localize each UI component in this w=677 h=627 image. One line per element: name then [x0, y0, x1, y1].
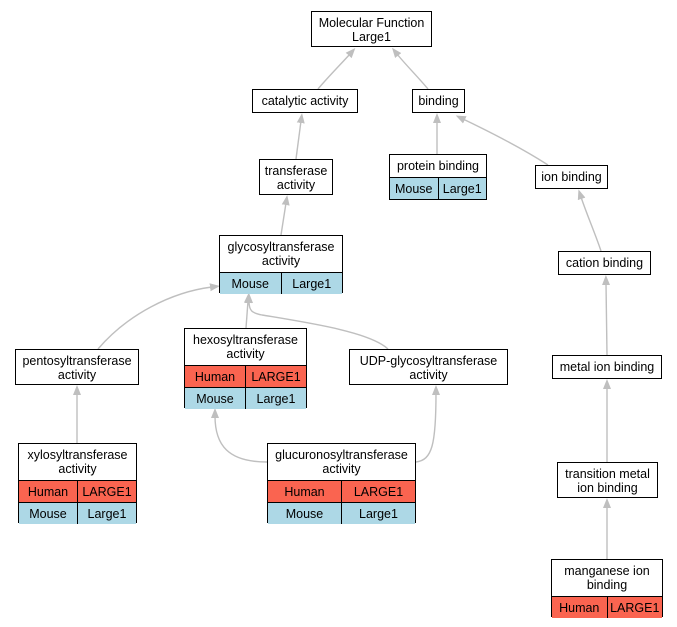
gene-cell: LARGE1: [606, 597, 663, 618]
edge-binding-to-mf: [392, 47, 429, 90]
node-udp[interactable]: UDP-glycosyltransferase activity: [349, 349, 508, 385]
node-label: xylosyltransferase activity: [27, 448, 128, 476]
gene-cell: Large1: [245, 388, 306, 409]
species-cell: Mouse: [231, 276, 270, 291]
node-label: pentosyltransferase activity: [22, 354, 132, 382]
gene-cell: Large1: [280, 273, 343, 294]
node-transferase[interactable]: transferase activity: [259, 159, 333, 195]
node-label: transition metal ion binding: [565, 467, 650, 495]
annotation-row-human: Human LARGE1: [185, 365, 306, 387]
node-label: protein binding: [396, 159, 479, 173]
species-cell: Human: [559, 600, 600, 615]
edge-udp-to-glycosyl: [245, 293, 389, 350]
node-pentosyl[interactable]: pentosyltransferase activity: [15, 349, 139, 385]
node-label: ion binding: [541, 170, 602, 184]
gene-cell: LARGE1: [341, 481, 415, 502]
edge-glycosyl-to-transferase: [280, 195, 290, 236]
annotation-row-mouse: Mouse Large1: [19, 502, 136, 524]
species-cell: Human: [27, 484, 69, 499]
edge-transferase-to-catalytic: [295, 113, 305, 160]
gene-cell: Large1: [77, 503, 136, 524]
node-catalytic[interactable]: catalytic activity: [252, 89, 358, 113]
edge-hexosyl-to-glycosyl: [243, 293, 252, 329]
gene-cell: Large1: [341, 503, 415, 524]
node-binding[interactable]: binding: [412, 89, 465, 113]
node-label: metal ion binding: [559, 360, 655, 374]
edge-cation-to-ion_binding: [577, 189, 602, 252]
annotation-row-mouse: Mouse Large1: [220, 272, 342, 294]
node-mf[interactable]: Molecular Function Large1: [311, 11, 432, 47]
gene-cell: LARGE1: [77, 481, 136, 502]
species-cell: Human: [194, 369, 236, 384]
gene-cell: LARGE1: [245, 366, 306, 387]
node-label: glucuronosyltransferase activity: [275, 448, 408, 476]
annotation-row-human: Human LARGE1: [268, 480, 415, 502]
node-cation[interactable]: cation binding: [558, 251, 651, 275]
annotation-row-mouse: Mouse Large1: [268, 502, 415, 524]
edge-glucuronosyl-to-udp: [415, 385, 440, 463]
edge-glucuronosyl-to-hexosyl: [211, 408, 268, 463]
node-label: Molecular Function Large1: [318, 16, 425, 44]
node-label: transferase activity: [264, 164, 328, 192]
node-transition[interactable]: transition metal ion binding: [557, 462, 658, 498]
node-label: glycosyltransferase activity: [227, 240, 335, 268]
annotation-row-human: Human LARGE1: [19, 480, 136, 502]
node-label: hexosyltransferase activity: [193, 333, 298, 361]
node-label: binding: [418, 94, 459, 108]
node-ion-binding[interactable]: ion binding: [535, 165, 608, 189]
node-metal[interactable]: metal ion binding: [552, 355, 662, 379]
annotation-row-human: Human LARGE1: [552, 596, 662, 618]
edge-catalytic-to-mf: [317, 48, 356, 90]
species-cell: Mouse: [394, 181, 433, 196]
species-cell: Mouse: [29, 506, 67, 521]
edge-pentosyl-to-glycosyl: [97, 283, 220, 350]
edge-metal-to-cation: [602, 275, 611, 356]
node-label: cation binding: [565, 256, 644, 270]
species-cell: Mouse: [196, 391, 234, 406]
annotation-row-mouse: Mouse Large1: [390, 177, 486, 199]
gene-cell: Large1: [437, 178, 487, 199]
node-label: manganese ion binding: [564, 564, 650, 592]
species-cell: Human: [284, 484, 325, 499]
species-cell: Mouse: [285, 506, 324, 521]
node-label: UDP-glycosyltransferase activity: [359, 354, 498, 382]
node-label: catalytic activity: [261, 94, 349, 108]
annotation-row-mouse: Mouse Large1: [185, 387, 306, 409]
edge-ion_binding-to-binding: [455, 115, 549, 166]
